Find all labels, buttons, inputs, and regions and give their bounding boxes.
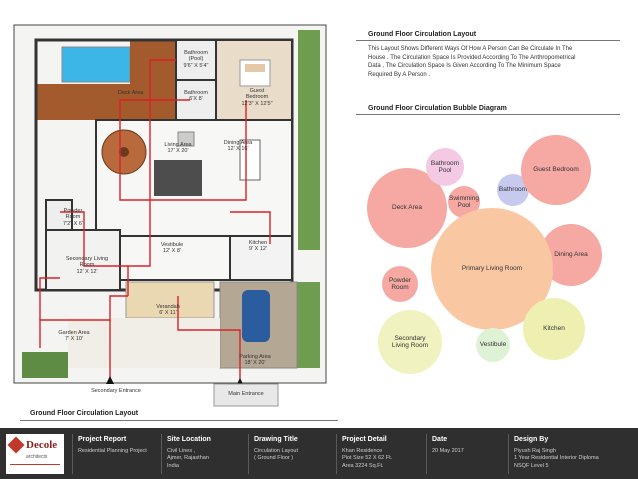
circulation-title-underline xyxy=(356,40,620,41)
side-lawn xyxy=(298,30,320,250)
bed xyxy=(239,59,271,87)
logo-diamond-icon xyxy=(7,436,25,454)
title-block: Decole architects Project Report Residen… xyxy=(0,428,638,479)
car xyxy=(242,290,270,342)
verandah-floor xyxy=(125,281,215,319)
footer-date: Date 20 May 2017 xyxy=(432,436,464,454)
circulation-description: This Layout Shows Different Ways Of How … xyxy=(368,46,576,79)
floor-plan-drawing xyxy=(13,24,327,407)
footer-site-location: Site Location Civil Lines ,Ajmer, Rajast… xyxy=(167,436,211,469)
parking-lawn xyxy=(297,282,320,368)
logo-name: Decole xyxy=(26,439,58,451)
bubble-kitchen: Kitchen xyxy=(523,298,585,360)
room-label-deck: Deck Area xyxy=(118,90,144,96)
bubble-guest-bedroom: Guest Bedroom xyxy=(521,135,591,205)
footer-drawing-title: Drawing Title Circulation Layout( Ground… xyxy=(254,436,299,462)
bubble-diagram-title-underline xyxy=(356,114,620,115)
swimming-pool xyxy=(61,46,131,83)
bathroom-pool-room xyxy=(175,39,217,81)
circulation-lines xyxy=(39,59,271,390)
secondary-entrance-label: Secondary Entrance xyxy=(91,388,141,394)
armchair xyxy=(177,131,195,147)
bubble-diagram-title: Ground Floor Circulation Bubble Diagram xyxy=(368,105,507,112)
deck-floor-side xyxy=(130,40,176,120)
sofa xyxy=(154,160,202,196)
circulation-title: Ground Floor Circulation Layout xyxy=(368,31,477,38)
logo-subtitle: architects xyxy=(26,454,48,460)
room-label-bathroom-pool: Bathroom(Pool)9'6" X 5'4" xyxy=(183,50,209,69)
footer-project-report: Project Report Residential Planning Proj… xyxy=(78,436,147,454)
plan-caption-underline xyxy=(20,420,338,421)
main-entrance-label: Main Entrance xyxy=(228,391,264,397)
kitchen-room xyxy=(229,235,293,281)
bubble-vestibule: Vestibule xyxy=(476,328,510,362)
dining-table xyxy=(239,139,261,181)
powder-room xyxy=(45,199,73,231)
secondary-living-room xyxy=(45,229,121,291)
main-entrance-box xyxy=(213,383,279,407)
plan-caption: Ground Floor Circulation Layout xyxy=(30,410,139,417)
pathway xyxy=(68,318,220,368)
secondary-entrance-arrow xyxy=(106,376,114,384)
firm-logo: Decole architects xyxy=(6,434,64,474)
garden-hedge xyxy=(22,352,68,378)
pillow xyxy=(245,64,265,72)
